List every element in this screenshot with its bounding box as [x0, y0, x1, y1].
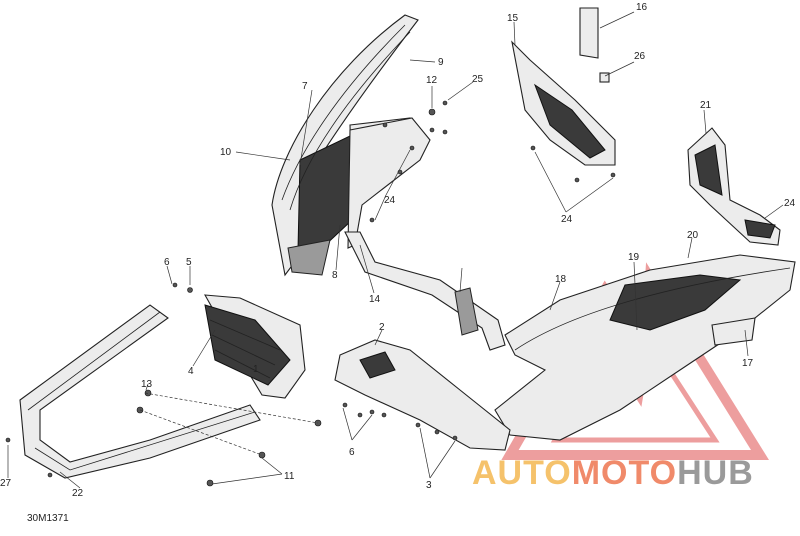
callout-20: 20: [687, 230, 699, 241]
callout-24a: 24: [384, 195, 396, 206]
front-bumper-bar: [19, 304, 261, 479]
callout-6a: 6: [164, 257, 170, 268]
callout-14: 14: [369, 294, 381, 305]
diagram-reference-code: 30M1371: [27, 513, 69, 524]
callout-21: 21: [700, 100, 712, 111]
callout-11: 11: [284, 471, 295, 482]
callout-16: 16: [636, 2, 648, 13]
fastener-group-12-25: [428, 100, 448, 135]
support-rod: [344, 231, 506, 351]
leader-lines: [7, 11, 784, 489]
callout-13: 13: [141, 379, 153, 390]
upper-side-panel: [511, 7, 616, 183]
callout-3: 3: [426, 480, 432, 491]
watermark-text: AUTOMOTOHUB: [472, 454, 754, 493]
front-grille: [204, 294, 306, 399]
callout-17: 17: [742, 358, 754, 369]
callout-6b: 6: [349, 447, 355, 458]
callout-7: 7: [302, 81, 308, 92]
callout-27: 27: [0, 478, 12, 489]
lower-cover: [334, 339, 511, 451]
right-side-bracket: [687, 127, 781, 246]
callout-19: 19: [628, 252, 640, 263]
callout-24c: 24: [784, 198, 796, 209]
callout-5: 5: [186, 257, 192, 268]
callout-4: 4: [188, 366, 194, 377]
callout-1: 1: [253, 364, 259, 375]
callout-10: 10: [220, 147, 232, 158]
callout-labels: 1 2 3 4 5 6 6 7 8 9 10 11 12 13 14 15 16…: [0, 2, 796, 499]
watermark-text-auto: AUTO: [472, 454, 572, 492]
callout-8: 8: [332, 270, 338, 281]
callout-26: 26: [634, 51, 646, 62]
callout-15: 15: [507, 13, 519, 24]
watermark-text-moto: MOTO: [571, 454, 678, 492]
callout-2: 2: [379, 322, 385, 333]
callout-22: 22: [72, 488, 84, 499]
lower-side-panel: [494, 254, 796, 441]
callout-12: 12: [426, 75, 438, 86]
fastener-group-lower-left: [5, 282, 322, 487]
callout-9: 9: [438, 57, 444, 68]
callout-25: 25: [472, 74, 484, 85]
callout-18: 18: [555, 274, 567, 285]
callout-24b: 24: [561, 214, 573, 225]
mount-bracket: [347, 117, 431, 249]
watermark-text-hub: HUB: [677, 454, 754, 492]
